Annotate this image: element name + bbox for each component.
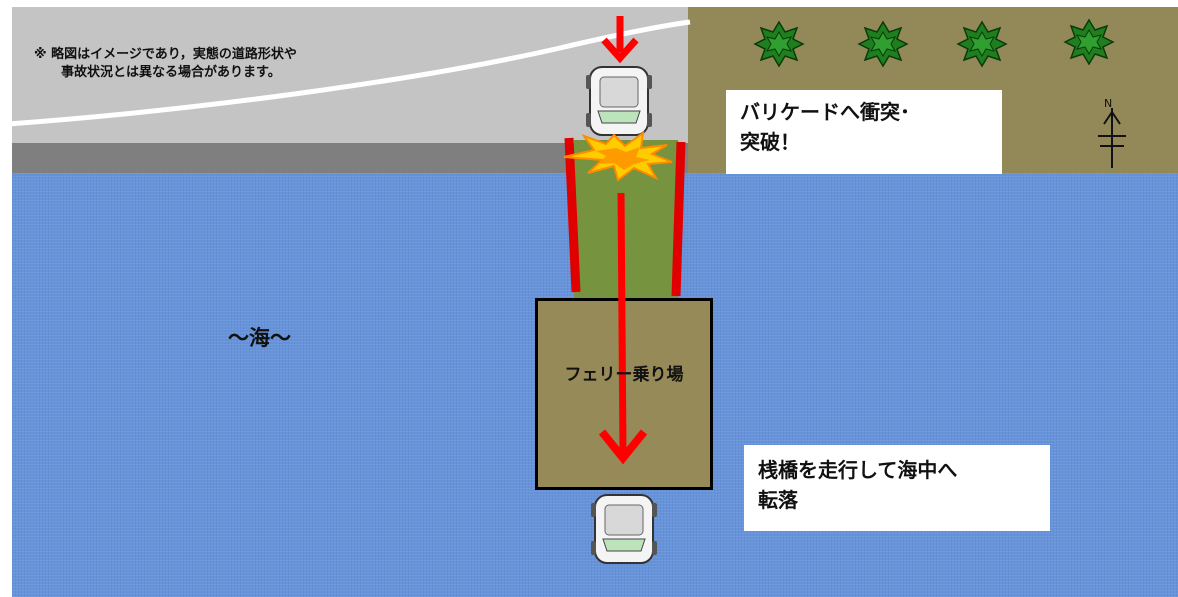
sea-label: ～海～ — [228, 326, 291, 350]
crash-callout: バリケードへ衝突･ 突破！ — [726, 90, 1002, 174]
road-line — [7, 19, 691, 127]
tree-icon — [858, 21, 908, 67]
explosion-core — [596, 147, 650, 170]
disclaimer-line-1: ※ 略図はイメージであり，実態の道路形状や — [34, 47, 297, 62]
tree-icon — [957, 21, 1007, 67]
north-arrow-icon — [1098, 108, 1126, 168]
fall-callout-line-1: 桟橋を走行して海中へ — [758, 458, 958, 482]
tree-icon — [1064, 19, 1114, 65]
north-label: N — [1104, 97, 1113, 110]
barricade-left — [564, 137, 581, 293]
arrow-main — [598, 192, 648, 465]
tree-icon — [754, 21, 804, 67]
road-area — [12, 7, 688, 143]
arrow-top — [601, 16, 639, 64]
crash-callout-line-2: 突破！ — [740, 130, 800, 154]
car-top-icon — [585, 66, 653, 136]
barricade-right — [671, 141, 686, 297]
ferry-terminal-label: フェリー乗り場 — [564, 365, 684, 385]
fall-callout-line-2: 転落 — [758, 488, 798, 512]
disclaimer-note: ※ 略図はイメージであり，実態の道路形状や 事故状況とは異なる場合があります。 — [34, 46, 297, 82]
car-fallen-icon — [590, 494, 658, 564]
disclaimer-line-2: 事故状況とは異なる場合があります。 — [61, 65, 281, 80]
crash-callout-line-1: バリケードへ衝突･ — [740, 100, 910, 124]
fall-callout: 桟橋を走行して海中へ 転落 — [744, 445, 1050, 531]
